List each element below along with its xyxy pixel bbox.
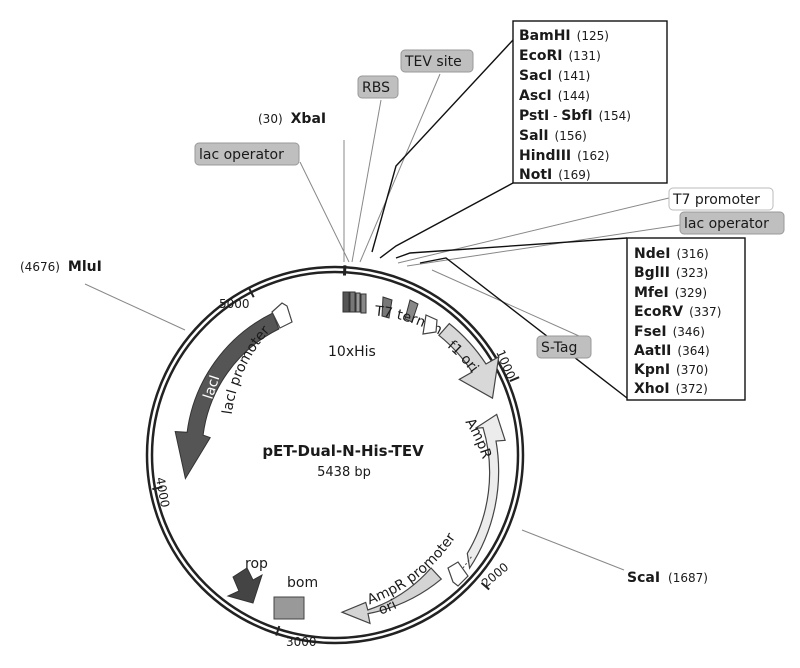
right-sites-box: [626, 237, 746, 401]
ori-arrow: [340, 567, 443, 625]
leader-lines: [84, 73, 681, 571]
laci-arrow: [174, 312, 280, 480]
scale-ticks: [152, 287, 520, 636]
tag-tev-site-label: TEV site: [404, 54, 462, 70]
svg-text:BamHI(125): BamHI(125): [519, 28, 609, 44]
top-sites-list: BamHI(125) EcoRI(131) SacI(141) AscI(144…: [519, 28, 631, 183]
t7-terminator-arrow: [422, 314, 438, 335]
laci-label: lacI: [201, 373, 224, 401]
svg-text:AscI(144): AscI(144): [519, 88, 590, 104]
tag-lac-operator-right-label: lac operator: [684, 216, 769, 232]
svg-text:BglII(323): BglII(323): [634, 265, 708, 281]
tick-4000: 4000: [153, 476, 172, 509]
tag-t7-promoter-label: T7 promoter: [672, 192, 760, 208]
ampr-promoter-arrow: [447, 561, 469, 587]
tag-t7-promoter: [668, 187, 774, 211]
svg-text:AatII(364): AatII(364): [634, 343, 710, 359]
rop-arrow: [226, 567, 263, 604]
svg-text:FseI(346): FseI(346): [634, 324, 705, 340]
svg-text:SacI(141): SacI(141): [519, 68, 590, 84]
plasmid-backbone: [145, 265, 525, 645]
tag-lac-operator-left: [194, 142, 300, 166]
tick-5000: 5000: [219, 297, 250, 311]
rop-label: rop: [245, 556, 268, 572]
site-xbai: (30)XbaI: [258, 111, 326, 127]
svg-text:XhoI(372): XhoI(372): [634, 381, 708, 397]
svg-text:NdeI(316): NdeI(316): [634, 246, 709, 262]
svg-text:EcoRV(337): EcoRV(337): [634, 304, 721, 320]
svg-text:NotI(169): NotI(169): [519, 167, 591, 183]
svg-text:EcoRI(131): EcoRI(131): [519, 48, 601, 64]
svg-text:HindIII(162): HindIII(162): [519, 148, 609, 164]
svg-text:KpnI(370): KpnI(370): [634, 362, 708, 378]
svg-text:PstI - SbfI(154): PstI - SbfI(154): [519, 108, 631, 124]
tag-s-tag-label: S-Tag: [541, 340, 577, 356]
ori-label: ori: [376, 597, 399, 619]
tag-rbs-label: RBS: [362, 80, 390, 96]
tag-rbs: [357, 75, 399, 99]
bom-box: [273, 596, 305, 620]
site-scai: ScaI(1687): [627, 570, 708, 586]
t7-terminator-label: T7 terminator: [0, 0, 458, 346]
his10-label: 10xHis: [328, 344, 376, 360]
laci-promoter-arrow: [271, 302, 293, 329]
plasmid-size: 5438 bp: [317, 465, 371, 480]
tag-lac-operator-right: [679, 211, 785, 235]
tag-lac-operator-left-label: lac operator: [199, 147, 284, 163]
bom-label: bom: [287, 575, 318, 591]
tick-3000: 3000: [286, 635, 317, 649]
tag-s-tag: [536, 335, 592, 359]
f1-ori-arrow: [438, 322, 500, 400]
ampr-promoter-dotted: [462, 555, 473, 569]
top-sites-box: [512, 20, 668, 184]
plasmid-name: pET-Dual-N-His-TEV: [262, 442, 424, 460]
site-mlui: (4676)MluI: [20, 259, 102, 275]
svg-text:SalI(156): SalI(156): [519, 128, 587, 144]
cloning-region: [342, 291, 419, 323]
ampr-arrow: [466, 413, 506, 570]
tick-2000: 2000: [479, 560, 511, 590]
svg-text:MfeI(329): MfeI(329): [634, 285, 707, 301]
tag-tev-site: [400, 49, 474, 73]
right-sites-list: NdeI(316) BglII(323) MfeI(329) EcoRV(337…: [634, 246, 721, 397]
